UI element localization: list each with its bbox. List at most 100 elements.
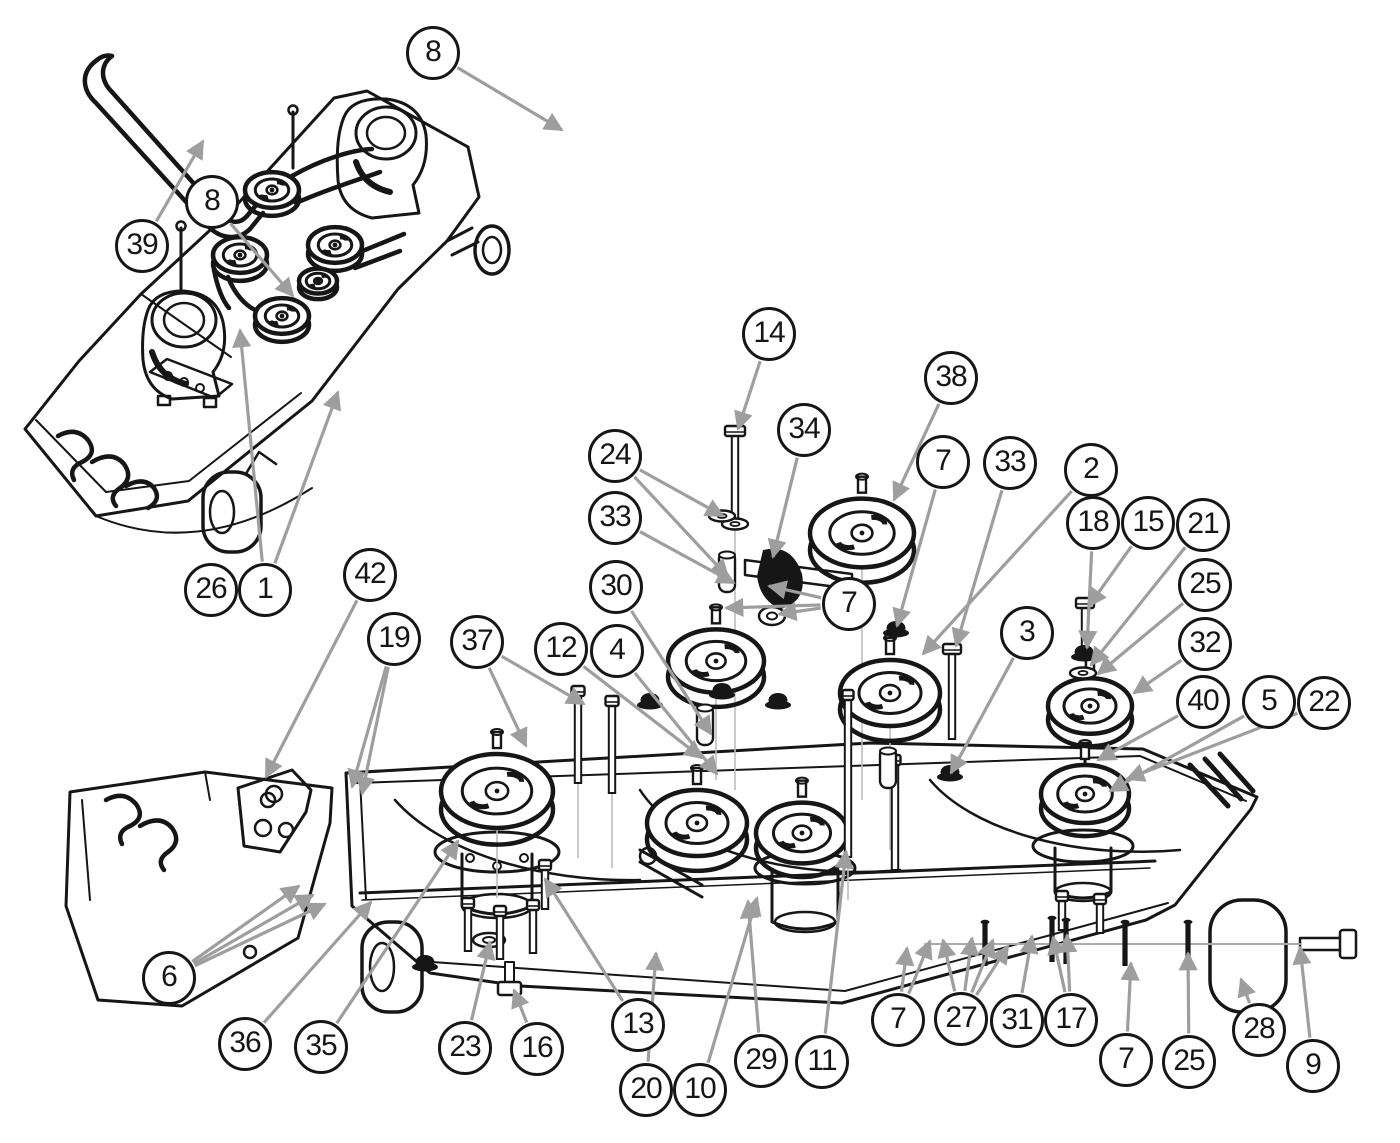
leader-arrow: [970, 938, 996, 994]
part-callout-1: 1: [238, 563, 292, 617]
leader-arrow: [892, 403, 941, 502]
leader-arrow: [1178, 951, 1198, 1034]
part-number: 2: [1083, 452, 1100, 485]
leader-arrow: [907, 939, 933, 995]
leader-arrow: [232, 328, 264, 562]
leader-arrow: [347, 665, 388, 789]
part-number: 7: [1118, 1042, 1135, 1075]
part-number: 15: [1132, 505, 1164, 538]
part-callout-16: 16: [510, 1022, 564, 1076]
part-callout-14: 14: [742, 307, 796, 361]
part-callout-5: 5: [1242, 675, 1296, 729]
leader-arrow: [949, 657, 1015, 775]
part-number: 3: [1019, 615, 1036, 648]
exploded-deck-view: [64, 548, 1358, 1014]
leader-arrow: [1237, 977, 1256, 1004]
leader-arrow: [951, 489, 1004, 648]
part-number: 25: [1189, 567, 1221, 600]
part-number: 42: [354, 557, 386, 590]
part-callout-35: 35: [294, 1020, 348, 1074]
part-number: 27: [945, 1001, 977, 1034]
part-callout-29: 29: [734, 1034, 788, 1088]
leader-arrow: [194, 902, 327, 968]
part-callout-24: 24: [588, 429, 642, 483]
part-number: 32: [1189, 626, 1221, 659]
leader-arrow: [921, 489, 1073, 656]
axle-pin: [1120, 919, 1130, 966]
leader-arrow: [895, 946, 915, 992]
part-callout-13: 13: [611, 998, 665, 1052]
leader-arrow: [469, 940, 496, 1021]
leader-arrow: [767, 580, 822, 600]
part-number: 8: [425, 35, 442, 68]
part-number: 1: [257, 572, 274, 605]
leader-arrow: [1096, 714, 1179, 762]
pulley: [252, 295, 312, 345]
part-callout-23: 23: [438, 1021, 492, 1075]
part-number: 36: [229, 1026, 261, 1059]
part-number: 7: [890, 1002, 907, 1035]
pulley: [807, 472, 917, 586]
part-callout-30: 30: [589, 560, 643, 614]
pulley: [242, 169, 302, 219]
leader-arrow: [273, 390, 342, 564]
leader-arrow: [892, 489, 937, 628]
part-number: 19: [378, 621, 410, 654]
leader-arrow: [1078, 551, 1098, 650]
leader-arrow: [1087, 545, 1133, 608]
leader-arrow: [1108, 714, 1245, 793]
part-callout-20: 20: [619, 1063, 673, 1117]
part-callout-19: 19: [367, 612, 421, 666]
part-callout-8: 8: [406, 26, 460, 80]
part-number: 23: [449, 1030, 481, 1063]
part-number: 30: [600, 569, 632, 602]
part-number: 20: [630, 1072, 662, 1105]
leader-arrow: [229, 222, 295, 298]
flange-nut: [709, 683, 735, 700]
part-callout-38: 38: [924, 351, 978, 405]
leader-arrow: [1047, 935, 1067, 993]
part-callout-11: 11: [795, 1035, 849, 1089]
leader-arrow: [487, 667, 528, 748]
part-callout-33: 33: [983, 436, 1037, 490]
leader-arrow: [356, 666, 390, 796]
leader-arrow: [1096, 601, 1185, 676]
part-number: 37: [461, 624, 493, 657]
leader-arrow: [1292, 945, 1312, 1038]
leader-arrow: [154, 139, 205, 223]
caster-wheel-right: [473, 224, 511, 276]
part-number: 8: [204, 184, 221, 217]
part-number: 5: [1261, 684, 1278, 717]
part-number: 40: [1187, 684, 1219, 717]
side-discharge-plate: [64, 770, 334, 1008]
leader-arrow: [960, 936, 980, 991]
part-number: 9: [1305, 1048, 1322, 1081]
part-callout-28: 28: [1232, 1003, 1286, 1057]
leader-arrow: [1120, 961, 1140, 1032]
leader-arrow: [264, 599, 359, 779]
part-callout-25: 25: [1162, 1035, 1216, 1089]
leader-arrow: [1058, 933, 1078, 992]
part-number: 22: [1308, 685, 1340, 718]
part-callout-9: 9: [1286, 1039, 1340, 1093]
part-callout-32: 32: [1178, 617, 1232, 671]
axle-pin: [1183, 919, 1193, 966]
part-number: 35: [305, 1029, 337, 1062]
part-number: 26: [195, 572, 227, 605]
part-number: 10: [684, 1072, 716, 1105]
part-number: 17: [1055, 1002, 1087, 1035]
part-callout-37: 37: [450, 615, 504, 669]
part-callout-8: 8: [185, 175, 239, 229]
part-number: 11: [807, 1044, 837, 1077]
part-callout-25: 25: [1178, 558, 1232, 612]
part-callout-4: 4: [590, 624, 644, 678]
part-number: 38: [935, 360, 967, 393]
part-callout-42: 42: [343, 548, 397, 602]
part-callout-6: 6: [142, 951, 196, 1005]
leader-arrow: [724, 597, 821, 618]
leader-arrow: [191, 884, 301, 963]
part-number: 4: [609, 633, 626, 666]
part-callout-26: 26: [184, 563, 238, 617]
part-callout-21: 21: [1176, 498, 1230, 552]
